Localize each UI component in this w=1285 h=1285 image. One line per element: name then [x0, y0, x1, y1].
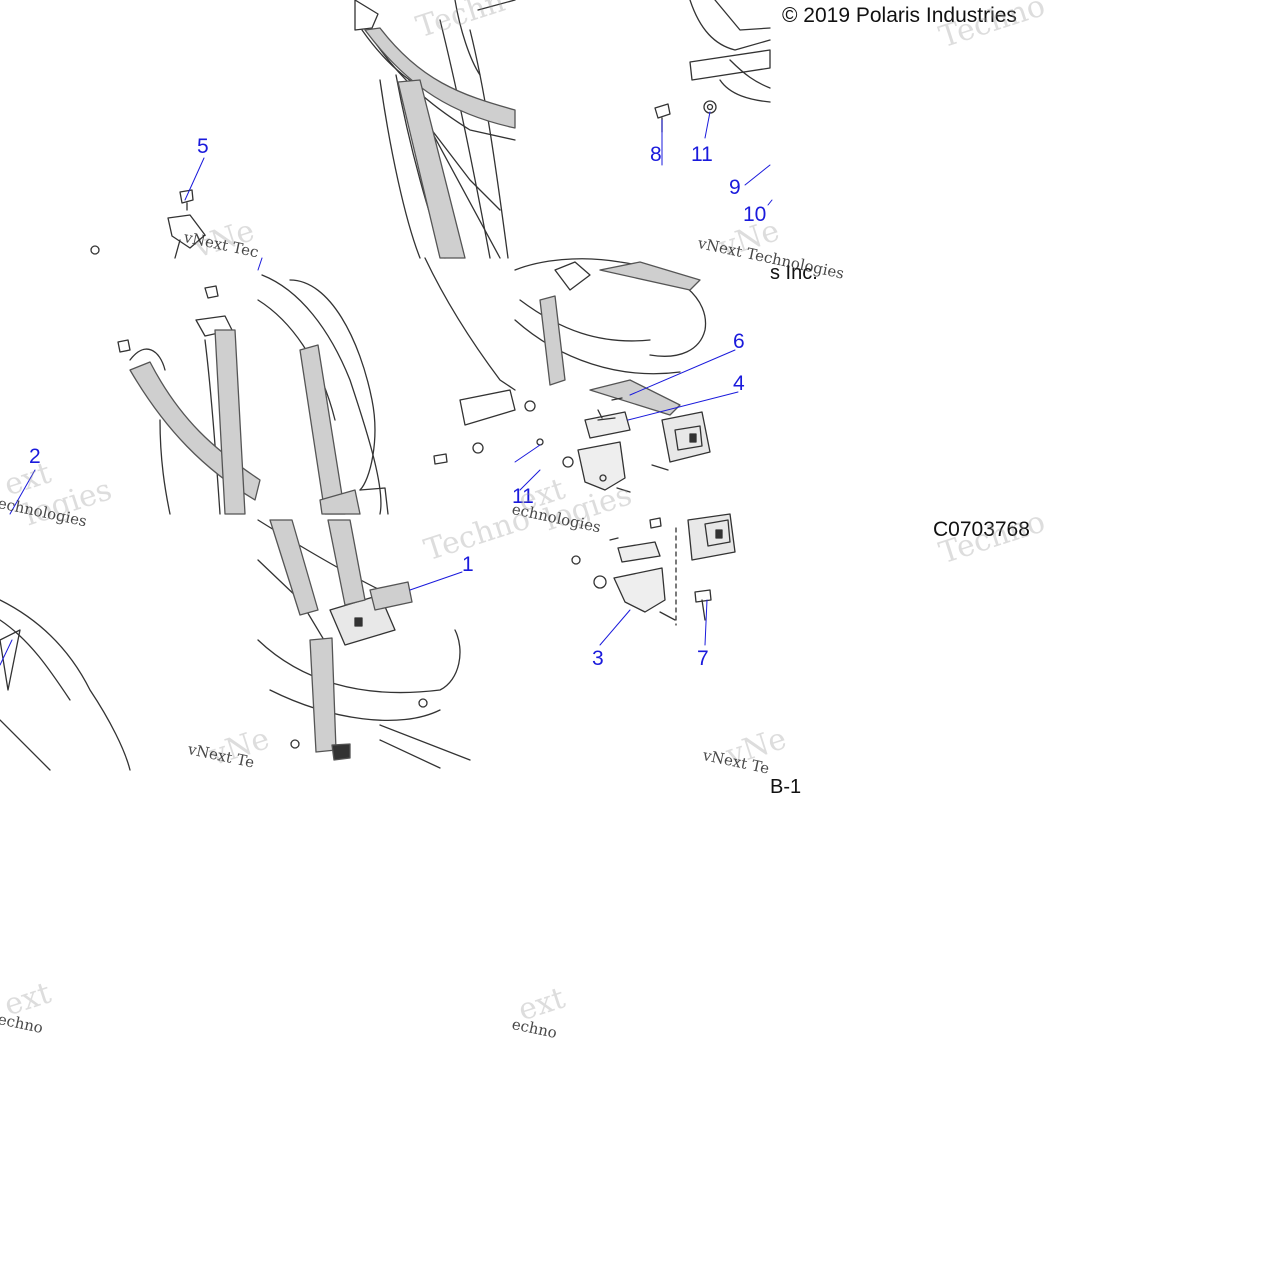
upper-mount-left — [167, 214, 206, 259]
bracket-lower — [613, 541, 666, 613]
callout-11-top[interactable]: 11 — [691, 143, 713, 166]
callout-7[interactable]: 7 — [697, 647, 709, 670]
leader-lines — [0, 111, 773, 666]
callout-1[interactable]: 1 — [462, 553, 474, 576]
page-fragment: B-1 — [770, 777, 802, 797]
bracket-center — [577, 441, 626, 491]
buckle-housing — [661, 411, 711, 463]
seat-back-middle-tile — [117, 274, 389, 515]
callout-5[interactable]: 5 — [197, 135, 209, 158]
copyright-fragment: s Inc. — [770, 263, 818, 283]
drawing-number: C0703768 — [933, 519, 1029, 540]
copyright-text: © 2019 Polaris Industries — [782, 5, 1017, 26]
callout-8[interactable]: 8 — [650, 143, 662, 166]
bracket-4 — [584, 411, 631, 439]
callout-3[interactable]: 3 — [592, 647, 604, 670]
nut-left — [90, 245, 100, 255]
nut-11-top — [703, 100, 717, 114]
callout-11-center[interactable]: 11 — [512, 485, 534, 508]
callout-9[interactable]: 9 — [729, 176, 741, 199]
callout-10[interactable]: 10 — [743, 203, 767, 226]
callout-4[interactable]: 4 — [733, 372, 745, 395]
lap-belt-center — [539, 261, 701, 416]
belt-strap-top — [364, 27, 516, 259]
harness-strap-middle — [129, 329, 361, 515]
small-hardware-lower — [571, 517, 712, 621]
frame-top-right-tile — [689, 0, 771, 103]
bolt-5 — [179, 189, 194, 211]
buckle-housing-lower — [687, 513, 736, 561]
harness-strap-lower — [269, 519, 413, 761]
small-hardware-center — [433, 397, 669, 493]
callout-2[interactable]: 2 — [29, 445, 41, 468]
seat-back-lower-left — [0, 599, 131, 771]
callout-6[interactable]: 6 — [733, 330, 745, 353]
